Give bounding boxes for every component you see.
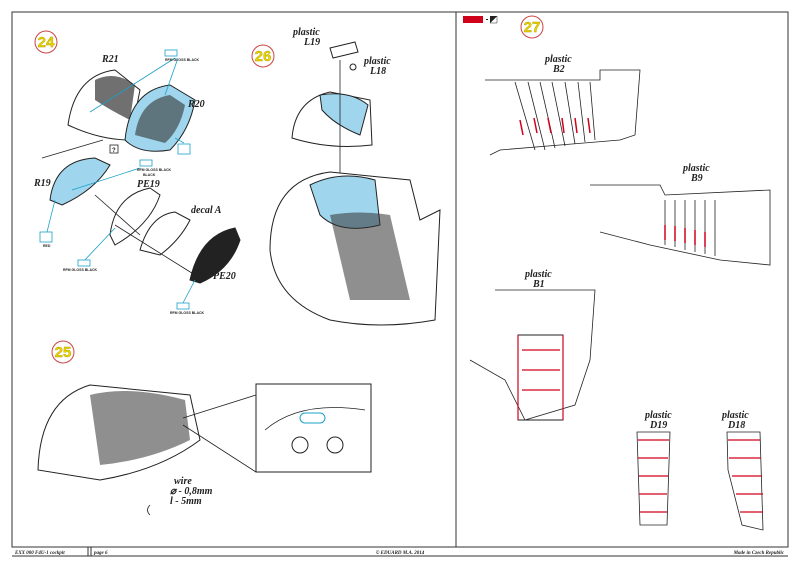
svg-text:?: ? bbox=[112, 148, 116, 154]
step-25-badge: 25 bbox=[51, 340, 75, 364]
svg-text:B2: B2 bbox=[552, 64, 565, 75]
svg-text:27: 27 bbox=[524, 19, 541, 36]
svg-text:⌀ - 0,8mm: ⌀ - 0,8mm bbox=[170, 486, 213, 497]
label-r21: R21 bbox=[101, 54, 119, 65]
label-decal-a: decal A bbox=[191, 205, 222, 216]
svg-text:RFM GLOSS BLACK: RFM GLOSS BLACK bbox=[165, 58, 199, 62]
label-r20: R20 bbox=[187, 99, 205, 110]
footer: EXX 000 F4U-1 cockpit page 6 © EDUARD M.… bbox=[12, 546, 788, 557]
svg-text:plastic: plastic bbox=[682, 163, 710, 174]
svg-text:D19: D19 bbox=[649, 420, 667, 431]
svg-text:24: 24 bbox=[38, 34, 55, 51]
svg-text:RED: RED bbox=[43, 244, 51, 248]
color-legend bbox=[463, 15, 498, 24]
svg-text:RFM GLOSS BLACK: RFM GLOSS BLACK bbox=[137, 168, 171, 172]
svg-text:RFM GLOSS BLACK: RFM GLOSS BLACK bbox=[170, 311, 204, 315]
label-r19: R19 bbox=[33, 178, 51, 189]
step-26-diagram: plastic L19 plastic L18 bbox=[269, 27, 441, 326]
svg-text:25: 25 bbox=[55, 344, 72, 361]
footer-copyright: © EDUARD M.A. 2014 bbox=[376, 550, 425, 556]
svg-text:plastic: plastic bbox=[524, 269, 552, 280]
svg-text:plastic: plastic bbox=[544, 54, 572, 65]
step-26-badge: 26 bbox=[251, 44, 275, 68]
part-l18 bbox=[349, 63, 357, 71]
decal-a bbox=[139, 211, 191, 256]
part-pe20 bbox=[189, 227, 241, 284]
label-pe20: PE20 bbox=[213, 271, 236, 282]
svg-text:plastic: plastic bbox=[644, 410, 672, 421]
step-25-diagram: wire ⌀ - 0,8mm l - 5mm bbox=[37, 383, 372, 516]
svg-text:B9: B9 bbox=[690, 173, 703, 184]
footer-origin: Made in Czech Republic bbox=[733, 551, 785, 556]
footer-code: EXX 000 F4U-1 cockpit bbox=[14, 551, 65, 556]
part-l19 bbox=[329, 41, 359, 59]
svg-text:plastic: plastic bbox=[721, 410, 749, 421]
step-24-badge: 24 bbox=[34, 30, 58, 54]
svg-text:RFM GLOSS BLACK: RFM GLOSS BLACK bbox=[63, 268, 97, 272]
part-pe19 bbox=[109, 187, 161, 246]
footer-page: page 6 bbox=[93, 551, 108, 556]
part-r19 bbox=[49, 157, 111, 206]
svg-text:L18: L18 bbox=[369, 66, 386, 77]
svg-text:l - 5mm: l - 5mm bbox=[170, 496, 202, 507]
svg-text:L19: L19 bbox=[303, 37, 320, 48]
svg-text:plastic: plastic bbox=[292, 27, 320, 38]
svg-text:wire: wire bbox=[174, 476, 192, 487]
svg-text:D18: D18 bbox=[727, 420, 745, 431]
svg-text:BLACK: BLACK bbox=[143, 173, 156, 177]
detail-inset bbox=[255, 383, 372, 473]
svg-text:plastic: plastic bbox=[363, 56, 391, 67]
svg-text:B1: B1 bbox=[532, 279, 545, 290]
svg-text:26: 26 bbox=[255, 48, 272, 65]
label-pe19: PE19 bbox=[137, 179, 160, 190]
step-27-badge: 27 bbox=[520, 15, 544, 39]
step-24-diagram: RFM GLOSS BLACK RFM GLOSS BLACK BLACK RE… bbox=[33, 49, 241, 315]
